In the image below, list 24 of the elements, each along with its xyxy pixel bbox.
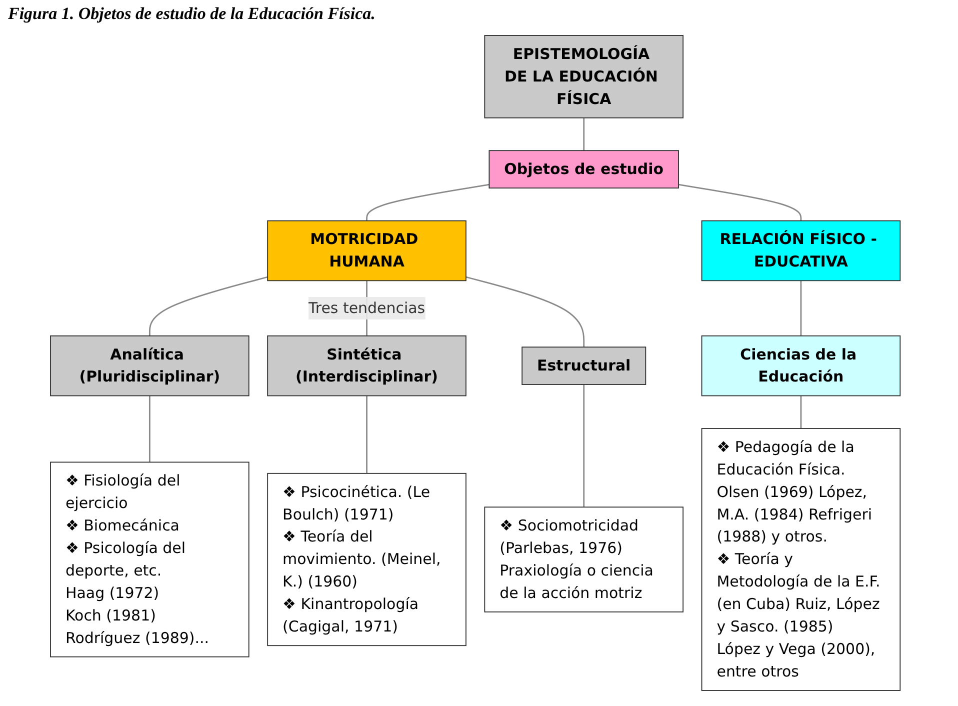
figure-title: Figura 1. Objetos de estudio de la Educación Física. xyxy=(8,4,376,24)
node-box xyxy=(484,35,684,118)
node-box xyxy=(50,335,250,396)
node-box xyxy=(266,220,466,282)
node-box xyxy=(266,472,466,646)
connector xyxy=(465,276,584,348)
node-box xyxy=(700,335,900,396)
connector xyxy=(148,396,150,462)
node-box xyxy=(50,462,250,658)
node-box xyxy=(266,335,466,396)
node-box xyxy=(484,506,684,612)
connector xyxy=(582,384,584,508)
connector xyxy=(800,280,802,336)
connector xyxy=(678,184,802,221)
connector xyxy=(366,184,489,221)
node-box xyxy=(700,428,900,691)
node-box xyxy=(521,346,646,385)
connector xyxy=(800,396,802,428)
node-box xyxy=(488,150,679,188)
diagram: Tres tendencias EPISTEMOLOGÍA DE LA EDUCACIÓN FÍSICA MOTRICIDAD HUMANA Objetos de estudio RELACIÓN FÍSICO - EDUCATIVA Analítica (Pluridisciplinar) Sintética (Interdisciplinar) Estructural Ciencias de la Educación ❖ Fisiología del ejercicio ❖ Biomecánica ❖ Psicología del deporte, etc. Haag (1972) Koch (1981) Rodríguez (1989)... ❖ Psicocinética. (Le Boulch) (1971) ❖ Teoría del movimiento. (Meinel, K.) (1960) ❖ Kinantropología (Cagigal, 1971) ❖ Sociomotricidad (Parlebas, 1976) Praxiología o ciencia de la acción motriz ❖ Pedagogía de la Educación Física. Olsen (1969) López, M.A. (1984) Refrigeri (1988) y otros. ❖ Teoría y Metodología de la E.F. (en Cuba) Ruiz, López y Sasco. (1985) López y Vega (2000), entre otros xyxy=(42,28,908,698)
connector xyxy=(366,396,368,474)
node-box xyxy=(700,220,900,282)
connector xyxy=(582,118,584,151)
connector xyxy=(148,276,268,336)
